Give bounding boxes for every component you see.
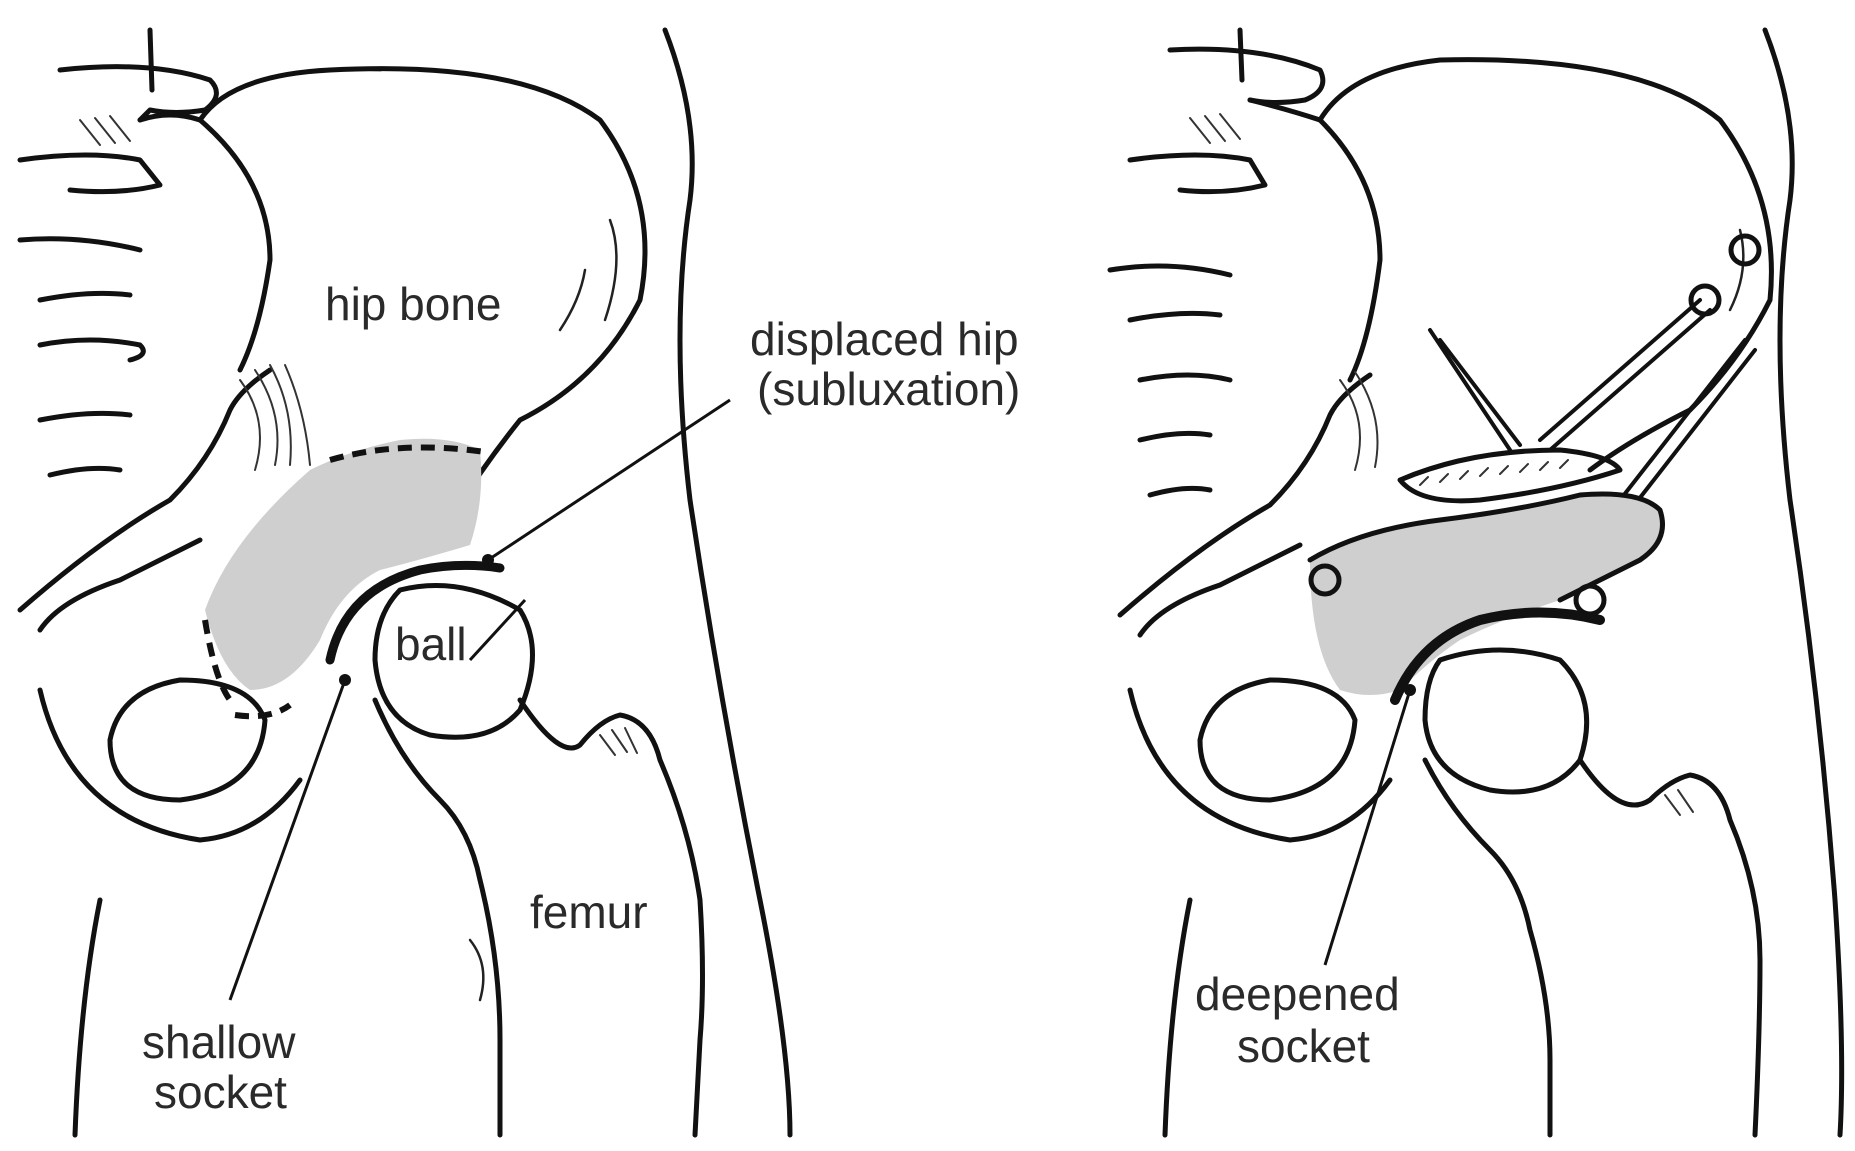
left-cartilage xyxy=(205,438,482,690)
left-femoral-head xyxy=(372,583,535,740)
leader-shallow-socket xyxy=(228,679,347,1001)
label-subluxation: (subluxation) xyxy=(757,363,1020,415)
label-hip-bone: hip bone xyxy=(325,278,502,330)
right-obturator-ring xyxy=(1197,677,1358,803)
left-acetabulum-dashed xyxy=(329,444,486,463)
leader-deepened-socket xyxy=(1323,689,1412,966)
leader-ball xyxy=(468,598,527,662)
left-obturator-ring xyxy=(107,677,268,803)
leader-deepened-socket-dot xyxy=(1404,684,1416,696)
label-ball: ball xyxy=(395,618,467,670)
label-deepened: deepened xyxy=(1195,968,1400,1020)
left-hip-bone-outline xyxy=(137,66,648,523)
label-shallow: shallow xyxy=(142,1016,296,1068)
right-femoral-head xyxy=(1422,647,1590,795)
label-displaced-hip: displaced hip xyxy=(750,313,1019,365)
label-deepened-socket: socket xyxy=(1237,1020,1370,1072)
leader-shallow-socket-dot xyxy=(339,674,351,686)
right-deepened-socket-rim xyxy=(1390,607,1605,705)
left-body-contour xyxy=(662,27,793,1138)
right-bone-graft xyxy=(1310,494,1663,695)
label-femur: femur xyxy=(530,886,648,938)
right-panel xyxy=(1107,27,1845,1138)
left-spine xyxy=(17,27,219,478)
label-shallow-socket: socket xyxy=(154,1066,287,1118)
left-pelvis-body xyxy=(17,367,273,613)
right-femur-outline xyxy=(1422,757,1553,1138)
right-spine xyxy=(1107,27,1326,498)
right-fixation-pins xyxy=(1428,233,1762,510)
left-panel xyxy=(17,27,793,1138)
leader-displaced-hip xyxy=(487,398,731,562)
leader-displaced-hip-dot xyxy=(482,554,494,566)
left-femur-outline xyxy=(372,697,503,1138)
left-shallow-socket-rim xyxy=(325,560,505,665)
left-ilium-inner xyxy=(197,117,273,373)
right-body-contour xyxy=(1762,27,1845,1138)
